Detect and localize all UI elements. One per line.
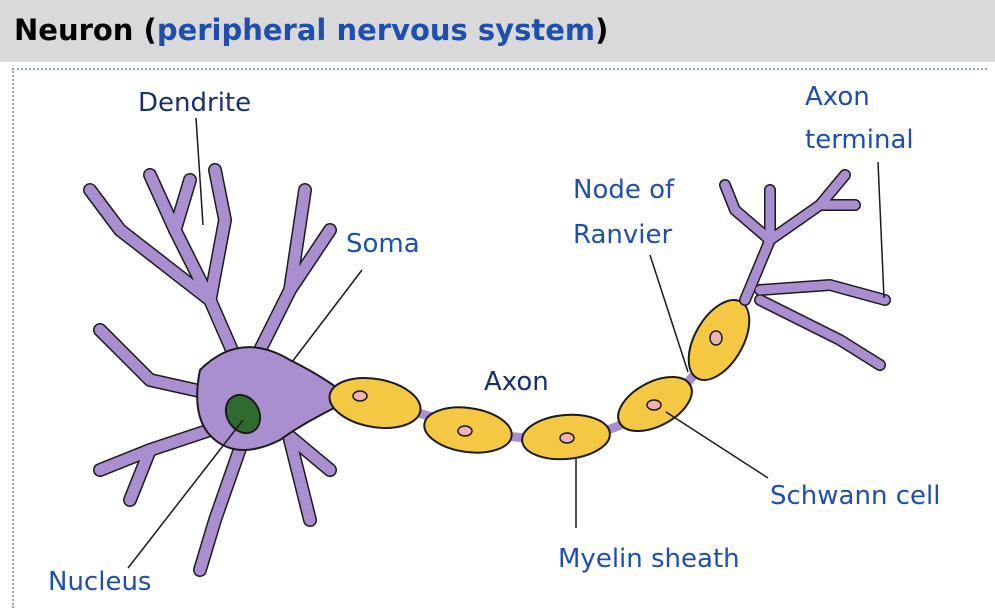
label-dendrite: Dendrite [138, 88, 251, 118]
label-myelin-sheath: Myelin sheath [558, 544, 740, 574]
axon-terminal [725, 175, 885, 365]
label-schwann-cell: Schwann cell [770, 481, 940, 511]
label-node-of-ranvier-line1: Node of [573, 175, 675, 205]
label-soma: Soma [346, 229, 420, 259]
label-axon-terminal-line1: Axon [805, 82, 870, 112]
label-axon: Axon [484, 367, 549, 397]
schwann-cell [326, 371, 425, 434]
label-axon-terminal-line2: terminal [805, 125, 914, 155]
label-node-of-ranvier-line2: Ranvier [573, 220, 673, 250]
label-nucleus: Nucleus [48, 567, 151, 597]
soma [197, 347, 340, 450]
